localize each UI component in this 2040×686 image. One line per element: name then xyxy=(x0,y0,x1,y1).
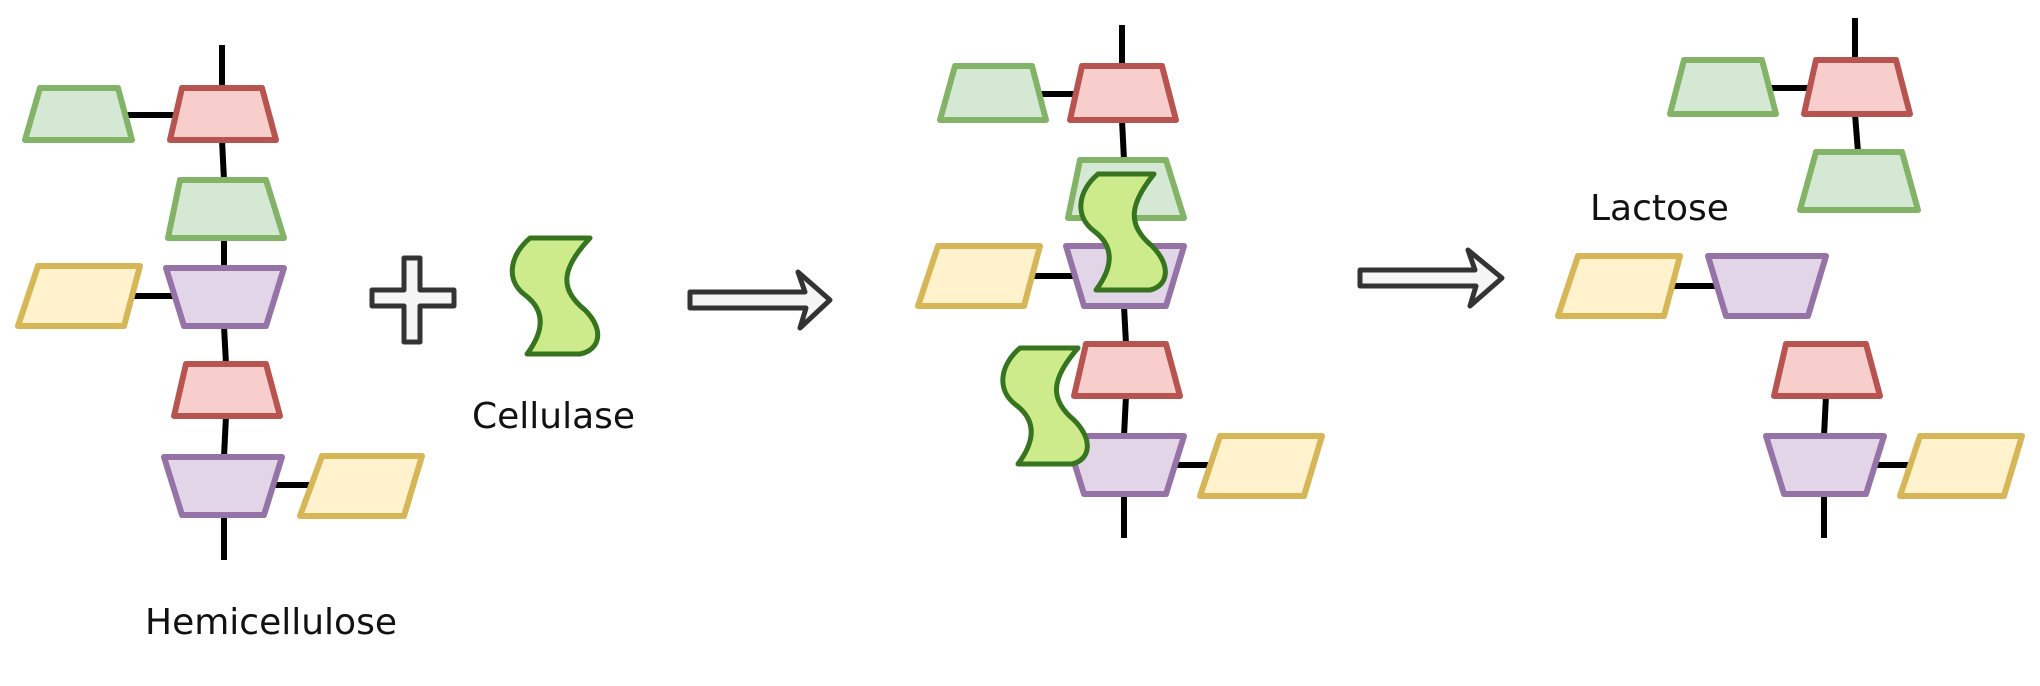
yellow-sugar-unit xyxy=(15,263,143,329)
purple-sugar-unit xyxy=(1763,433,1887,497)
yellow-sugar-unit xyxy=(1197,433,1325,499)
cellulase-label: Cellulase xyxy=(472,396,636,437)
digestion-products xyxy=(1555,18,2025,538)
cellulase-enzyme-icon xyxy=(509,235,601,357)
green-sugar-unit xyxy=(1667,57,1779,117)
yellow-sugar-unit xyxy=(1897,433,2025,499)
hemicellulose-chain xyxy=(15,45,425,560)
green-sugar-unit xyxy=(937,63,1049,123)
lactose-label: Lactose xyxy=(1590,188,1729,229)
plus-icon xyxy=(369,255,457,345)
red-sugar-unit xyxy=(171,361,283,419)
red-sugar-unit xyxy=(167,85,279,143)
reaction-arrow-icon xyxy=(687,269,833,331)
backbone-bond xyxy=(221,325,229,365)
reaction-arrow-icon xyxy=(1357,247,1505,309)
purple-sugar-unit xyxy=(163,265,287,329)
red-sugar-unit xyxy=(1801,57,1913,117)
backbone-bond xyxy=(219,139,227,181)
enzyme-substrate-complex xyxy=(915,25,1325,538)
yellow-sugar-unit xyxy=(1555,253,1683,319)
red-sugar-unit xyxy=(1071,341,1183,399)
hemicellulose-label: Hemicellulose xyxy=(145,602,397,643)
cellulase-enzyme-icon xyxy=(1078,171,1168,293)
backbone-bond xyxy=(1121,395,1129,437)
green-sugar-unit xyxy=(22,85,135,143)
purple-sugar-unit xyxy=(161,454,285,518)
backbone-bond xyxy=(1821,395,1829,437)
backbone-bond xyxy=(221,415,229,458)
cellulase-enzyme-icon xyxy=(1000,345,1090,467)
green-sugar-unit xyxy=(165,177,287,241)
purple-sugar-unit xyxy=(1063,433,1187,497)
red-sugar-unit xyxy=(1771,341,1883,399)
backbone-bond xyxy=(1852,113,1861,153)
backbone-bond xyxy=(1119,119,1127,161)
yellow-sugar-unit xyxy=(915,243,1043,309)
green-sugar-unit xyxy=(1797,149,1921,213)
yellow-sugar-unit xyxy=(297,453,425,519)
purple-sugar-unit xyxy=(1705,253,1829,319)
backbone-bond xyxy=(1121,305,1129,345)
red-sugar-unit xyxy=(1067,63,1179,123)
